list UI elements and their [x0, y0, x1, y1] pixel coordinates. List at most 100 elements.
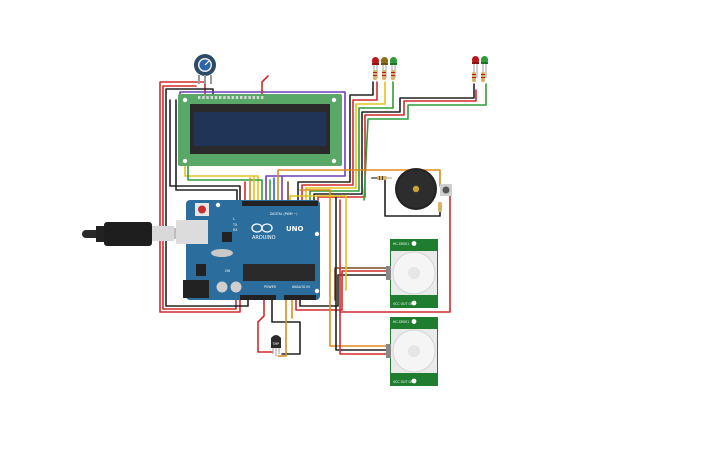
- lcd-pin: [252, 96, 255, 99]
- lcd-pin: [240, 96, 243, 99]
- lcd-pin: [231, 96, 234, 99]
- wire-red-power-left: [159, 81, 241, 313]
- crystal: [211, 249, 233, 257]
- resistor-led-green-1: [391, 70, 395, 80]
- lcd-pin: [235, 96, 239, 99]
- lcd-pin: [206, 96, 209, 99]
- wire-led2-green: [363, 83, 487, 201]
- wire-led-green: [309, 81, 394, 204]
- wire-black-lcd-left-2: [175, 99, 238, 201]
- temperature-sensor[interactable]: TMP: [271, 335, 281, 356]
- wire-tmp-orange: [277, 299, 287, 357]
- small-chip: [222, 232, 232, 242]
- tx-label: TX: [232, 223, 238, 227]
- led-group-left: [372, 57, 397, 80]
- pushbutton[interactable]: [438, 184, 452, 212]
- resistor-led-yellow-1: [382, 70, 386, 80]
- wire-tmp-black: [271, 299, 301, 355]
- lcd-hole-tr: [331, 97, 337, 103]
- potentiometer[interactable]: [194, 54, 216, 84]
- wire-orange-buzzer: [277, 169, 441, 204]
- pir-bottom-label: VCC OUT GND: [393, 380, 416, 384]
- usb-port: [176, 220, 208, 244]
- pot-pin-2: [204, 75, 206, 84]
- power-label: POWER: [264, 285, 277, 289]
- pir-hole-bottom: [411, 378, 417, 384]
- pir-bottom-label: VCC OUT GND: [393, 302, 416, 306]
- reset-button[interactable]: [198, 205, 206, 214]
- pir-hole-bottom: [411, 300, 417, 306]
- capacitor-1: [216, 281, 228, 293]
- digital-label: DIGITAL (PWM ~): [270, 212, 297, 216]
- wire-tmp-red: [257, 299, 273, 353]
- wire-led-black: [297, 81, 374, 204]
- resistor-led-red-2: [472, 72, 476, 82]
- pir-hole-top: [411, 241, 417, 246]
- wire-red-button: [339, 195, 451, 313]
- resistor-buzzer: [372, 176, 392, 180]
- lcd-pin: [202, 96, 205, 99]
- power-jack: [183, 280, 209, 298]
- lcd-pin: [210, 96, 213, 99]
- lcd-pin: [256, 96, 260, 99]
- lcd-pin: [244, 96, 247, 99]
- pir-top-label: HC-SR501: [393, 242, 409, 246]
- lcd-display[interactable]: [178, 94, 342, 166]
- resistor-button: [438, 202, 442, 212]
- board-hole-3: [314, 288, 320, 294]
- led-red-2[interactable]: [472, 56, 479, 78]
- wire-yellow-right: [289, 195, 347, 291]
- pot-pin-3: [210, 75, 212, 84]
- piezo-buzzer[interactable]: [395, 168, 437, 210]
- pir-sensor-2[interactable]: HC-SR501 VCC OUT GND: [386, 317, 438, 386]
- board-hole-1: [215, 202, 221, 208]
- lcd-pin: [219, 96, 222, 99]
- wire-red-lcd-top: [261, 75, 269, 97]
- wire-led2-red: [317, 89, 477, 204]
- lcd-pin: [223, 96, 226, 99]
- digital-header: [242, 201, 318, 206]
- wire-pir2-red: [339, 199, 391, 355]
- board-brand: ARDUINO: [252, 235, 276, 241]
- lcd-screen[interactable]: [194, 112, 326, 146]
- regulator: [196, 264, 206, 276]
- pir-dome-center: [408, 345, 420, 357]
- pot-pin-1: [198, 75, 200, 84]
- pir-top-label: HC-SR501: [393, 320, 409, 324]
- arduino-logo-icon: [251, 223, 273, 233]
- lcd-hole-br: [331, 158, 337, 164]
- wires: [159, 75, 487, 357]
- wire-black-ground-left: [165, 88, 249, 307]
- wire-led2-black: [313, 83, 475, 204]
- analog-label: ANALOG IN: [292, 285, 310, 289]
- potentiometer-indicator: [204, 60, 210, 66]
- lcd-pin: [198, 96, 201, 99]
- pir-pins: [386, 344, 391, 358]
- on-label: ON: [225, 269, 231, 273]
- wire-led-red: [301, 81, 378, 204]
- l-label: L: [233, 217, 235, 221]
- pir-dome-center: [408, 267, 420, 279]
- pir-pins: [386, 266, 391, 280]
- pir-sensor-1[interactable]: HC-SR501 VCC OUT GND: [386, 239, 438, 308]
- wire-pir2-orange: [299, 189, 391, 347]
- board-hole-2: [314, 231, 320, 237]
- wire-pir1-black: [299, 274, 391, 307]
- power-header: [240, 295, 276, 300]
- lcd-pin: [248, 96, 251, 99]
- tmp-label: TMP: [272, 342, 280, 346]
- wire-pir2-black: [335, 195, 391, 351]
- lcd-header-pins: [198, 96, 264, 99]
- resistor-led-green-2: [481, 72, 485, 82]
- atmega-chip: [243, 264, 315, 281]
- wire-purple-lcd: [179, 91, 346, 201]
- pir-hole-top: [411, 319, 417, 324]
- lcd-pin: [261, 96, 264, 99]
- wire-pir1-brown: [334, 267, 391, 301]
- led-group-right: [472, 56, 488, 82]
- resistor-led-red-1: [373, 70, 377, 80]
- capacitor-2: [230, 281, 242, 293]
- buzzer-center: [412, 185, 420, 193]
- arduino-board[interactable]: UNO ARDUINO DIGITAL (PWM ~) POWER ANALOG…: [176, 200, 320, 300]
